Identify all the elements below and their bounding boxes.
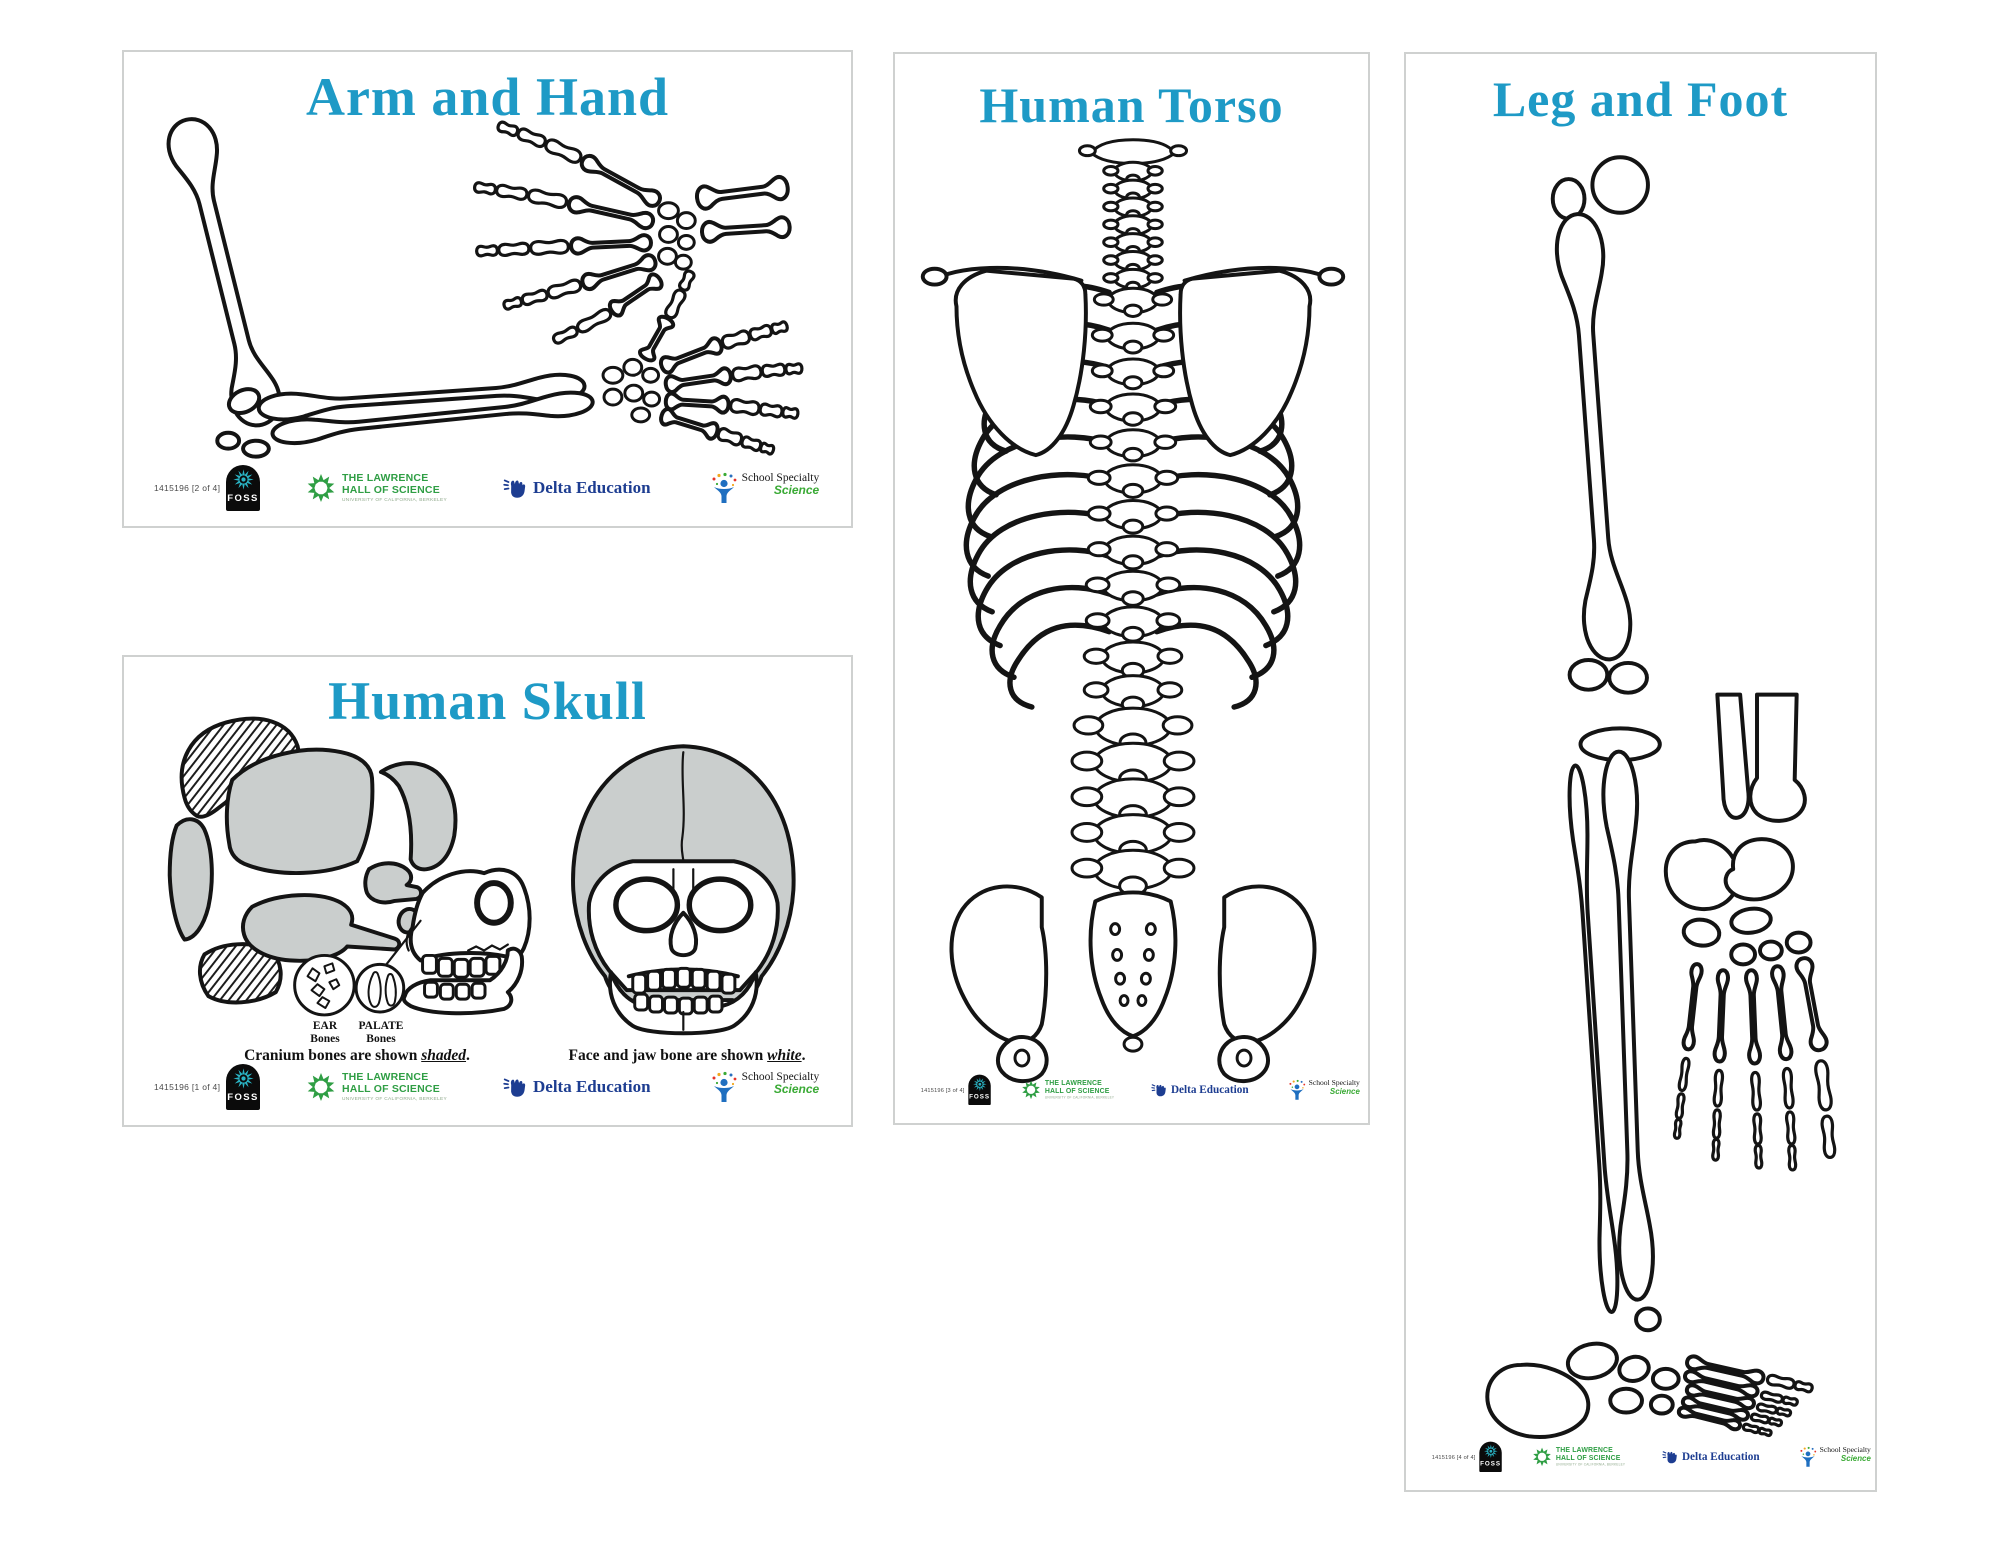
- item-code: 1415196 [3 of 4]: [920, 1086, 965, 1094]
- radius-ulna-bones: [258, 373, 594, 445]
- school-specialty-logo: School Specialty Science: [1799, 1446, 1871, 1467]
- foss-starburst-icon: [1483, 1444, 1498, 1458]
- maxilla-mandible-side: [401, 867, 532, 1016]
- arm-and-hand-illustration: [124, 52, 804, 459]
- poster-arm-and-hand: Arm and Hand 1415196 [2 of 4] FOSS: [122, 50, 853, 528]
- page-title: Leg and Foot: [1492, 71, 1789, 127]
- poster-footer: 1415196 [3 of 4] FOSS: [901, 1073, 1383, 1107]
- human-torso-illustration: [920, 138, 1346, 1084]
- tibia-fibula-distal-ends: [1715, 692, 1807, 823]
- school-specialty-figure-icon: [712, 1071, 737, 1102]
- tibia-fibula-bones: [1567, 726, 1662, 1333]
- delta-education-logo: Delta Education: [502, 1074, 651, 1100]
- page-title: Arm and Hand: [305, 67, 670, 127]
- delta-hand-icon: [1662, 1451, 1677, 1464]
- delta-education-label: Delta Education: [533, 478, 651, 497]
- foss-starburst-icon: [232, 1068, 254, 1089]
- foot-top-view: [1663, 837, 1838, 1172]
- lawrence-hall-starburst-icon: [1022, 1080, 1040, 1100]
- school-specialty-figure-icon: [1800, 1446, 1816, 1467]
- foss-logo: FOSS: [1479, 1441, 1502, 1473]
- school-specialty-line2: Science: [773, 483, 820, 497]
- foss-starburst-icon: [232, 469, 254, 490]
- lawrence-hall-line2: HALL OF SCIENCE: [342, 483, 440, 496]
- foss-logo: FOSS: [226, 465, 260, 511]
- school-specialty-logo: School Specialty Science: [711, 1071, 819, 1103]
- school-specialty-line1: School Specialty: [741, 472, 820, 484]
- school-specialty-figure-icon: [712, 472, 737, 503]
- lawrence-hall-subline: UNIVERSITY OF CALIFORNIA, BERKELEY: [342, 497, 448, 503]
- lawrence-hall-logo: THE LAWRENCE HALL OF SCIENCE UNIVERSITY …: [306, 473, 447, 503]
- lawrence-hall-logo: THE LAWRENCE HALL OF SCIENCE UNIVERSITY …: [306, 1072, 447, 1102]
- hand-skeleton-bottom: [601, 268, 804, 456]
- cranium-caption: Cranium bones are shown shaded.: [244, 1047, 470, 1064]
- pelvis: [949, 884, 1317, 1084]
- delta-education-logo: Delta Education: [1150, 1081, 1249, 1098]
- leg-and-foot-illustration: [1485, 155, 1838, 1439]
- poster-human-torso: Human Torso 1415196 [3 of 4] FOSS: [893, 52, 1370, 1125]
- femur-bone: [1553, 155, 1650, 695]
- school-specialty-logo: School Specialty Science: [1288, 1079, 1360, 1100]
- item-code: 1415196 [1 of 4]: [154, 1082, 221, 1092]
- poster-footer: 1415196 [2 of 4] FOSS: [124, 462, 855, 514]
- delta-hand-icon: [1151, 1084, 1166, 1097]
- page-title: Human Skull: [328, 671, 647, 731]
- item-code: 1415196 [4 of 4]: [1431, 1453, 1476, 1461]
- poster-footer: 1415196 [4 of 4] FOSS: [1412, 1440, 1894, 1474]
- foss-label: FOSS: [227, 1092, 259, 1103]
- school-specialty-logo: School Specialty Science: [711, 472, 820, 504]
- foss-logo: FOSS: [968, 1074, 991, 1106]
- delta-hand-icon: [503, 1078, 526, 1097]
- exploded-cranium-bones: [167, 716, 458, 1005]
- lawrence-hall-starburst-icon: [307, 1073, 335, 1101]
- foot-side-view: [1485, 1341, 1814, 1439]
- item-code: 1415196 [2 of 4]: [154, 483, 221, 493]
- lawrence-hall-logo: THE LAWRENCE HALL OF SCIENCE UNIVERSITY …: [1532, 1447, 1625, 1467]
- hand-skeleton-top: [473, 120, 792, 346]
- face-caption: Face and jaw bone are shown white.: [568, 1047, 806, 1064]
- vertebral-column: [1072, 138, 1194, 895]
- delta-education-logo: Delta Education: [502, 475, 651, 501]
- delta-education-logo: Delta Education: [1661, 1448, 1760, 1465]
- school-specialty-figure-icon: [1289, 1079, 1305, 1100]
- page-title: Human Torso: [979, 77, 1284, 133]
- delta-hand-icon: [503, 479, 526, 498]
- poster-footer: 1415196 [1 of 4] FOSS: [124, 1061, 855, 1113]
- lawrence-hall-line1: THE LAWRENCE: [342, 472, 429, 485]
- humerus-bone: [163, 114, 285, 459]
- palate-bones-inset: [354, 919, 422, 1014]
- foss-logo: FOSS: [226, 1064, 260, 1110]
- skull-front-view: [571, 744, 796, 1036]
- poster-leg-and-foot: Leg and Foot 1415196 [4 of 4] FOSS: [1404, 52, 1877, 1492]
- foss-label: FOSS: [227, 493, 259, 504]
- scapulae: [920, 265, 1346, 458]
- lawrence-hall-starburst-icon: [1533, 1447, 1551, 1467]
- human-skull-illustration: [167, 716, 796, 1036]
- lawrence-hall-starburst-icon: [307, 474, 335, 502]
- foss-starburst-icon: [972, 1077, 987, 1091]
- lawrence-hall-logo: THE LAWRENCE HALL OF SCIENCE UNIVERSITY …: [1021, 1080, 1114, 1100]
- ear-bones-inset: [293, 953, 356, 1017]
